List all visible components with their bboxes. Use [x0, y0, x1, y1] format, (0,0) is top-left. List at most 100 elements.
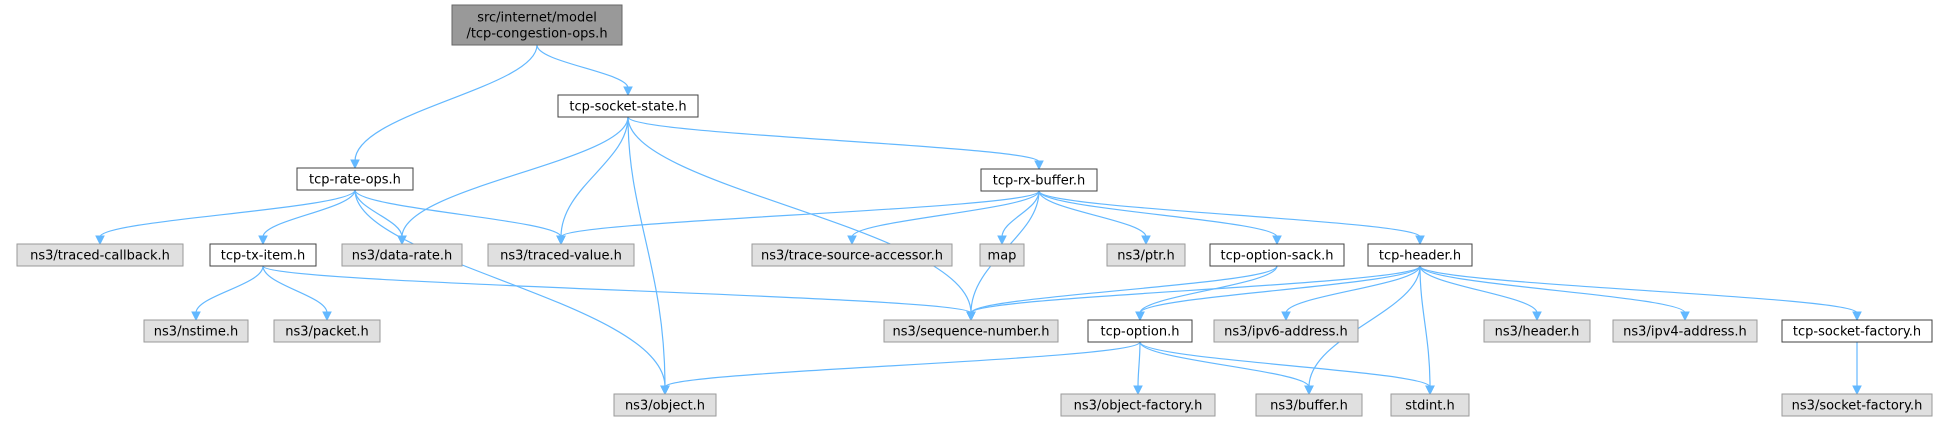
edge-tcp-rate-ops-to-tcp-tx-item: [258, 189, 356, 246]
edge-tcp-header-to-stdint: [1419, 265, 1435, 396]
node-box: [883, 319, 1059, 343]
node-tcp-rx-buffer[interactable]: tcp-rx-buffer.h: [980, 168, 1098, 192]
node-object-factory[interactable]: ns3/object-factory.h: [1060, 393, 1216, 417]
node-box: [143, 319, 249, 343]
node-label: ns3/trace-source-accessor.h: [761, 249, 943, 264]
edge-line: [1139, 265, 1278, 314]
node-box: [487, 243, 635, 267]
node-box: [751, 243, 953, 267]
node-box: [451, 4, 623, 46]
edge-line: [1419, 265, 1858, 314]
edge-tcp-option-to-object-factory: [1133, 341, 1143, 396]
node-tcp-option[interactable]: tcp-option.h: [1087, 319, 1193, 343]
edge-arrowhead: [1415, 235, 1425, 246]
node-nstime[interactable]: ns3/nstime.h: [143, 319, 249, 343]
edge-arrowhead: [1135, 311, 1145, 322]
node-header[interactable]: ns3/header.h: [1483, 319, 1591, 343]
edge-line: [627, 116, 1040, 163]
node-box: [1209, 243, 1345, 267]
edge-arrowhead: [847, 235, 857, 246]
node-label: ns3/ipv4-address.h: [1623, 325, 1747, 340]
node-label: tcp-header.h: [1379, 249, 1461, 264]
edge-arrowhead: [322, 311, 332, 322]
edge-line: [1139, 341, 1431, 388]
edge-line: [1139, 341, 1310, 388]
node-box: [979, 243, 1025, 267]
node-traced-callback[interactable]: ns3/traced-callback.h: [16, 243, 184, 267]
node-root[interactable]: src/internet/model/tcp-congestion-ops.h: [451, 4, 623, 46]
node-label: tcp-socket-factory.h: [1793, 325, 1921, 340]
edge-line: [627, 116, 666, 388]
edge-arrowhead: [1532, 311, 1542, 322]
edge-line: [560, 190, 1040, 238]
node-socket-factory[interactable]: ns3/socket-factory.h: [1781, 393, 1933, 417]
edge-line: [1308, 265, 1421, 388]
edge-arrowhead: [1304, 385, 1314, 396]
edge-tcp-rx-buffer-to-tcp-header: [1038, 190, 1425, 246]
node-trace-source-accessor[interactable]: ns3/trace-source-accessor.h: [751, 243, 953, 267]
edge-tcp-socket-state-to-tcp-rx-buffer: [627, 116, 1044, 171]
edge-tcp-header-to-tcp-option: [1135, 265, 1421, 322]
edge-line: [1419, 265, 1431, 388]
edge-line: [1038, 190, 1278, 238]
node-ptr[interactable]: ns3/ptr.h: [1106, 243, 1186, 267]
node-label: tcp-rx-buffer.h: [993, 174, 1086, 189]
node-tcp-socket-factory[interactable]: tcp-socket-factory.h: [1781, 319, 1933, 343]
node-box: [341, 243, 463, 267]
node-packet[interactable]: ns3/packet.h: [273, 319, 381, 343]
node-label: ns3/header.h: [1495, 325, 1580, 340]
edge-arrowhead: [1680, 311, 1690, 322]
node-tcp-socket-state[interactable]: tcp-socket-state.h: [557, 94, 699, 118]
node-sequence-number[interactable]: ns3/sequence-number.h: [883, 319, 1059, 343]
node-tcp-rate-ops[interactable]: tcp-rate-ops.h: [296, 167, 414, 191]
edge-root-to-tcp-socket-state: [536, 44, 633, 97]
edge-tcp-rate-ops-to-traced-callback: [95, 189, 356, 246]
edge-arrowhead: [660, 385, 670, 396]
edge-line: [195, 265, 264, 314]
node-label: ns3/object-factory.h: [1074, 399, 1203, 414]
node-buffer[interactable]: ns3/buffer.h: [1255, 393, 1363, 417]
node-box: [1060, 393, 1216, 417]
edge-line: [627, 116, 972, 314]
edge-line: [1419, 265, 1686, 314]
edge-arrowhead: [397, 235, 407, 246]
edge-arrowhead: [966, 311, 976, 322]
node-label: tcp-socket-state.h: [569, 100, 686, 115]
node-traced-value[interactable]: ns3/traced-value.h: [487, 243, 635, 267]
edge-tcp-rate-ops-to-traced-value: [354, 189, 566, 246]
edge-tcp-option-to-object: [660, 341, 1141, 396]
node-tcp-header[interactable]: tcp-header.h: [1367, 243, 1473, 267]
edge-line: [1038, 190, 1147, 238]
node-box: [1612, 319, 1758, 343]
node-ipv6-address[interactable]: ns3/ipv6-address.h: [1213, 319, 1359, 343]
edge-line: [1137, 341, 1141, 388]
node-box: [1367, 243, 1473, 267]
edge-line: [262, 265, 328, 314]
edge-line: [354, 189, 666, 388]
node-label: tcp-rate-ops.h: [309, 173, 401, 188]
edge-tcp-option-to-buffer: [1139, 341, 1314, 396]
node-tcp-tx-item[interactable]: tcp-tx-item.h: [209, 243, 317, 267]
node-label: /tcp-congestion-ops.h: [466, 27, 607, 42]
edge-arrowhead: [1034, 160, 1044, 171]
edge-root-to-tcp-rate-ops: [350, 44, 538, 170]
node-object[interactable]: ns3/object.h: [613, 393, 717, 417]
edge-tcp-tx-item-to-sequence-number: [262, 265, 976, 322]
node-box: [1106, 243, 1186, 267]
edge-tcp-option-sack-to-sequence-number: [966, 265, 1278, 322]
node-box: [1483, 319, 1591, 343]
edge-arrowhead: [556, 235, 566, 246]
edge-arrowhead: [997, 235, 1007, 246]
node-data-rate[interactable]: ns3/data-rate.h: [341, 243, 463, 267]
edge-line: [354, 44, 538, 162]
edge-tcp-header-to-tcp-socket-factory: [1419, 265, 1862, 322]
node-box: [557, 94, 699, 118]
edge-line: [1139, 265, 1421, 314]
node-box: [1390, 393, 1470, 417]
node-map[interactable]: map: [979, 243, 1025, 267]
node-stdint[interactable]: stdint.h: [1390, 393, 1470, 417]
edge-line: [1285, 265, 1421, 314]
node-ipv4-address[interactable]: ns3/ipv4-address.h: [1612, 319, 1758, 343]
node-tcp-option-sack[interactable]: tcp-option-sack.h: [1209, 243, 1345, 267]
edge-line: [99, 189, 356, 238]
